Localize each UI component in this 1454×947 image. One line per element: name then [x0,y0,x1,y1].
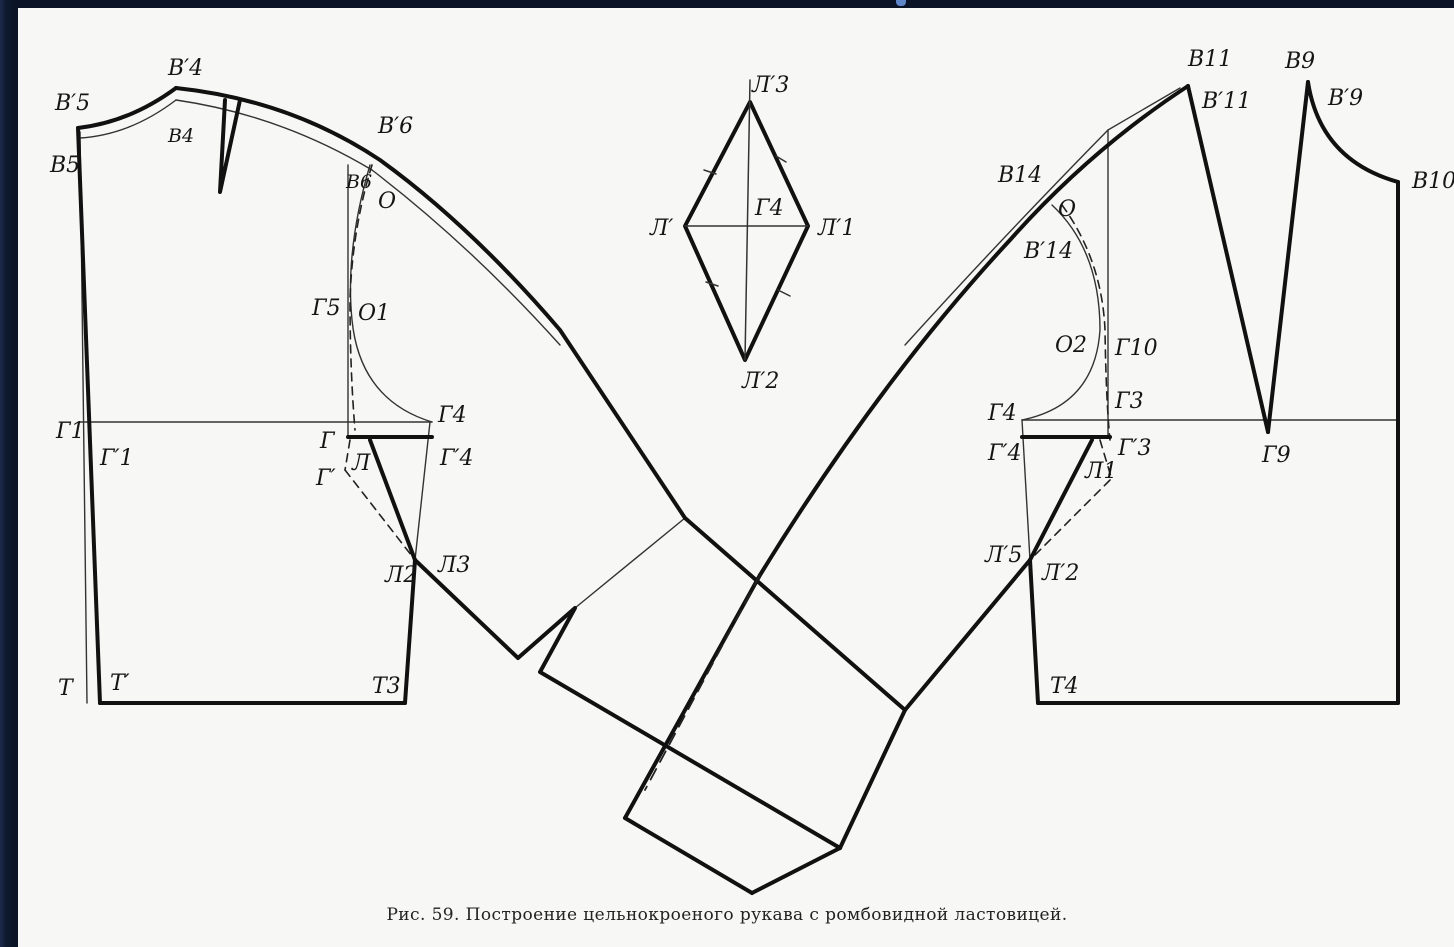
l1-dashed-right-2 [1099,439,1113,481]
label-b10: B10 [1411,169,1454,194]
label-gp: Г′ [315,466,336,491]
front-armhole-curve [1021,204,1101,421]
label-b11p: B′11 [1201,89,1251,114]
label-gusset-g4: Г4 [754,196,784,221]
back-side-front [403,558,417,705]
label-t4: T4 [1050,674,1079,699]
label-b14: B14 [997,163,1042,188]
gusset-tick-2 [703,169,717,175]
label-b11: B11 [1187,47,1232,72]
figure-caption: Рис. 59. Построение цельнокроеного рукав… [386,905,1068,925]
pattern-drawing: B′5 B′4 B4 B5 B′6 B6 O Г5 O1 Г1 Г′1 Г Г′… [49,47,1454,895]
gusset-tick-3 [705,281,719,287]
front-sleeve-underarm [903,558,1032,712]
l-dashed-left-2 [344,439,351,471]
label-o1: O1 [358,301,390,326]
label-l3: Л3 [437,553,470,578]
front-neckline [1306,80,1400,184]
front-gusset-edge [1028,438,1094,562]
label-g1: Г1 [55,419,85,444]
label-t3: T3 [372,674,401,699]
label-b4p: B′4 [167,56,203,81]
label-g3p: Г′3 [1117,436,1152,461]
label-g10: Г10 [1114,336,1158,361]
gusset-outline [683,100,810,362]
back-gusset-edge [368,438,417,562]
labels: B′5 B′4 B4 B5 B′6 B6 O Г5 O1 Г1 Г′1 Г Г′… [49,47,1454,701]
label-tp: T′ [110,671,130,696]
gusset-vertical-axis [744,79,751,361]
label-b6p: B′6 [377,114,413,139]
label-l2p: Л′2 [1041,561,1079,586]
label-l2: Л2 [384,563,417,588]
front-sleeve-hem [623,816,754,895]
label-g: Г [319,429,336,454]
label-g5: Г5 [311,296,341,321]
label-gusset-l1p: Л′1 [817,216,855,241]
gusset-tick-1 [775,155,787,163]
label-o-right: O [1058,197,1076,222]
label-b5p: B′5 [54,91,90,116]
gusset-cut-left-thin [574,517,686,609]
sleeve-cuff [623,573,907,895]
l-dashed-left [344,469,416,561]
back-dart [218,98,242,194]
front-shoulder-sleeve-top [758,84,1190,577]
l1-dashed-right [1029,479,1111,561]
label-l1: Л1 [1084,459,1117,484]
back-shoulder-thin [175,99,373,171]
label-g4p-left: Г′4 [439,446,474,471]
front-dart-right [1266,80,1310,434]
label-b9p: B′9 [1327,86,1363,111]
back-armhole-curve [349,164,433,423]
label-b14p: B′14 [1023,239,1073,264]
back-side-seam [76,126,102,705]
back-neckline [76,86,178,130]
label-gusset-lp: Л′ [649,216,673,241]
label-g1p: Г′1 [99,446,134,471]
top-indicator-dot [896,0,906,6]
label-b9: B9 [1284,49,1315,74]
drawing-sheet: B′5 B′4 B4 B5 B′6 B6 O Г5 O1 Г1 Г′1 Г Г′… [18,8,1454,947]
label-o2: O2 [1055,333,1087,358]
back-sleeve-underarm [413,558,842,850]
label-g4-left: Г4 [437,403,467,428]
back-neck-thin [79,99,177,139]
label-g4p-right: Г′4 [987,441,1022,466]
front-sleeve-cuff-side [750,846,842,895]
label-t: T [58,676,75,701]
g4-left-vertical [414,421,431,561]
front-pattern [758,80,1400,712]
label-gusset-l3p: Л′3 [751,73,789,98]
label-b5: B5 [49,153,80,178]
front-armhole-dashed [1061,204,1111,441]
back-pattern [76,86,907,850]
label-b4: B4 [167,125,194,147]
g4-right-vertical [1021,419,1031,561]
label-b6: B6 [345,171,372,193]
sleeve-center-dashed [644,574,761,791]
back-shoulder-sleeve-top [174,86,907,712]
back-armhole-dashed [349,164,373,431]
label-l: Л [351,451,371,476]
label-o-left: O [378,189,396,214]
gusset-tick-4 [777,289,791,297]
shoulder-thin-line [371,169,561,346]
front-side-back [1028,558,1040,705]
front-shoulder-thin [904,87,1181,346]
label-g9: Г9 [1261,443,1291,468]
cuff-right-edge [838,708,907,850]
front-dart-left [1186,84,1270,434]
label-g4-right: Г4 [987,401,1017,426]
label-gusset-l2p: Л′2 [741,369,779,394]
diamond-gusset [683,79,810,362]
label-l5p: Л′5 [984,543,1022,568]
label-g3: Г3 [1114,389,1144,414]
